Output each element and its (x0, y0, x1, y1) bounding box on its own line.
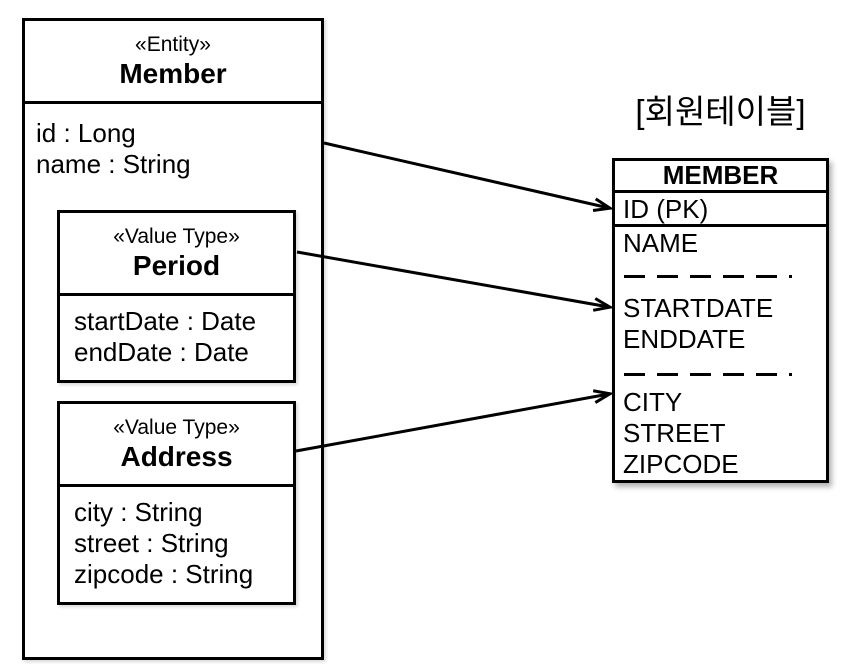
table-row-zipcode: ZIPCODE (623, 449, 739, 479)
table-row-street: STREET (623, 418, 726, 448)
period-attributes: startDate : Date endDate : Date (60, 296, 293, 368)
arrow-period-to-startdate (296, 250, 609, 307)
period-name: Period (132, 250, 221, 281)
table-row-city: CITY (623, 387, 683, 417)
address-stereotype: «Value Type» (113, 416, 240, 439)
dashed-separator (624, 373, 792, 376)
entity-attribute-name: name : String (36, 149, 191, 179)
table-row-id-pk: ID (PK) (615, 193, 826, 227)
period-attribute-enddate: endDate : Date (74, 337, 249, 367)
member-table-box: MEMBER ID (PK) NAME STARTDATE ENDDATE CI… (612, 158, 829, 483)
entity-stereotype: «Entity» (135, 33, 211, 56)
valuetype-address-header: «Value Type» Address (60, 404, 293, 487)
address-attribute-city: city : String (74, 497, 203, 527)
entity-attribute-id: id : Long (36, 118, 136, 148)
period-stereotype: «Value Type» (113, 225, 240, 248)
arrow-member-to-id-pk (323, 141, 609, 208)
entity-member-header: «Entity» Member (25, 21, 321, 104)
entity-name: Member (119, 58, 227, 89)
valuetype-period-box: «Value Type» Period startDate : Date end… (57, 210, 296, 383)
address-attribute-zipcode: zipcode : String (74, 559, 254, 589)
address-name: Address (120, 441, 233, 472)
table-row-name: NAME (623, 228, 699, 258)
address-attribute-street: street : String (74, 528, 229, 558)
valuetype-period-header: «Value Type» Period (60, 213, 293, 296)
table-row-enddate: ENDDATE (623, 324, 746, 354)
arrow-address-to-city (295, 394, 609, 453)
table-caption: [회원테이블] (635, 93, 806, 130)
valuetype-address-box: «Value Type» Address city : String stree… (57, 401, 296, 605)
table-row-startdate: STARTDATE (623, 293, 774, 323)
address-attributes: city : String street : String zipcode : … (60, 487, 293, 590)
period-attribute-startdate: startDate : Date (74, 306, 257, 336)
member-table-body: NAME STARTDATE ENDDATE CITY STREET ZIPCO… (615, 227, 826, 480)
member-table-title: MEMBER (615, 161, 826, 193)
entity-attributes: id : Long name : String (25, 104, 321, 180)
dashed-separator (624, 275, 792, 278)
